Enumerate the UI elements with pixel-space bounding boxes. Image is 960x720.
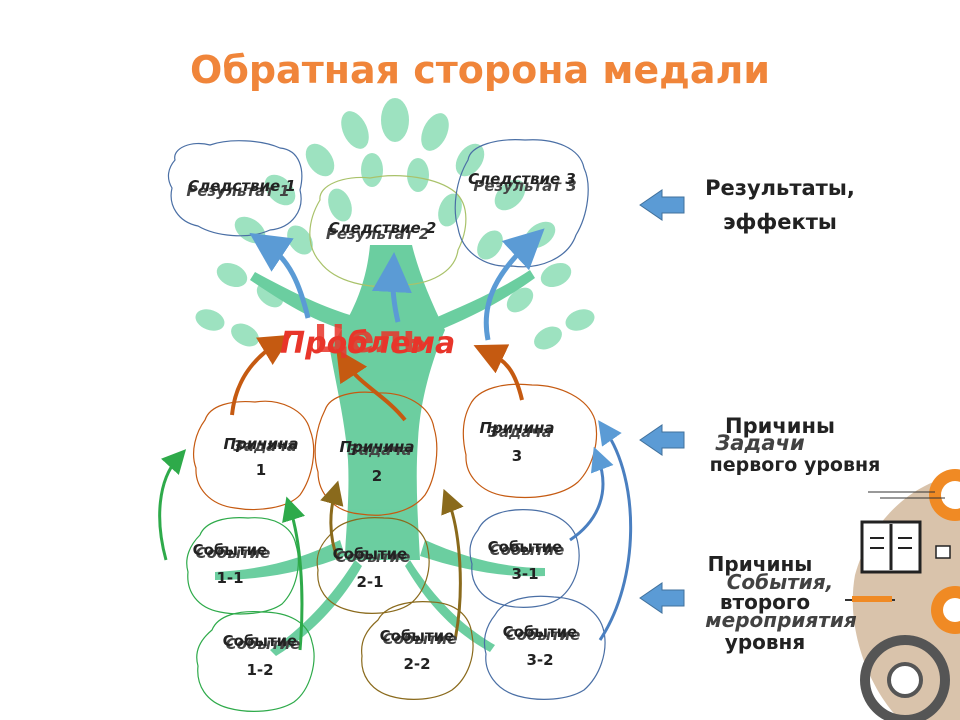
arrow-cause1-1 [230, 334, 292, 416]
cloud-cause2-2-2 [361, 601, 474, 700]
label-causes2-line2: второго [719, 590, 811, 614]
cloud-cause1-3 [462, 383, 598, 499]
arrow-cause2-3-1 [569, 446, 614, 542]
cause2-2-2-back: Событие [382, 630, 458, 648]
cause2-1-2-label: Событие [222, 632, 298, 650]
cause2-3-2-label: Событие [502, 623, 578, 641]
cloud-consequence-1 [167, 140, 303, 237]
cause2-1-2-back: Событие [225, 635, 301, 653]
arrow-cause2-1-1 [158, 449, 187, 561]
cause2-1-1-back: Событие [195, 544, 271, 562]
tree-branch-left [250, 272, 350, 330]
label-causes1-line1: Причины [725, 414, 835, 438]
right-arrow-causes2 [639, 582, 685, 614]
cause1-3-label: Причина [479, 419, 555, 437]
label-causes1-line2: первого уровня [709, 454, 881, 476]
cloud-consequence-3 [454, 139, 589, 268]
cause2-3-2-back: Событие [505, 626, 581, 644]
cause2-3-1-back: Событие [489, 541, 565, 559]
cloud-consequence-2 [309, 175, 467, 288]
cause1-3-back: Задача [488, 423, 552, 441]
cause2-1-2-num: 1-2 [246, 661, 274, 679]
goal-label: Цель [313, 317, 427, 361]
cause2-1-1-num: 1-1 [216, 569, 244, 587]
cloud-cause2-1-2 [196, 610, 315, 712]
decorative-education-icons [845, 469, 960, 720]
tree-crown [195, 98, 595, 350]
label-causes2-line3: уровня [724, 630, 806, 654]
cause2-1-1-label: Событие [192, 541, 268, 559]
cause1-2-label: Причина [339, 438, 415, 456]
arrow-cause1-3 [473, 344, 524, 401]
right-arrow-results [639, 189, 685, 221]
cause2-2-1-back: Событие [335, 548, 411, 566]
slide-title: Обратная сторона медали [190, 48, 770, 92]
cause2-3-1-label: Событие [487, 538, 563, 556]
label-causes2-overlay-1: События, [726, 570, 834, 594]
label-causes2-line1: Причины [707, 552, 813, 576]
cause1-2-num: 2 [371, 467, 383, 485]
cloud-cause2-3-2 [483, 595, 606, 700]
consequence-2-back: Результат 2 [325, 225, 430, 243]
consequence-2-label: Следствие 2 [328, 219, 437, 237]
arrow-to-consequence-2 [371, 252, 412, 323]
cause2-2-1-num: 2-1 [356, 573, 384, 591]
cause2-3-2-num: 3-2 [526, 651, 554, 669]
right-arrow-causes1 [639, 424, 685, 456]
arrow-to-consequence-1 [249, 232, 311, 319]
arrow-cause2-3-2 [598, 420, 633, 641]
cause1-1-num: 1 [255, 461, 267, 479]
cause1-2-back: Задача [348, 441, 412, 459]
arrow-cause2-1-2 [282, 496, 306, 651]
cause2-2-2-label: Событие [379, 627, 455, 645]
cause2-3-1-num: 3-1 [511, 565, 539, 583]
cause2-2-1-label: Событие [332, 545, 408, 563]
cause1-1-back: Задача [233, 437, 297, 455]
arrow-cause2-2-1 [320, 480, 344, 561]
arrow-to-consequence-3 [483, 228, 545, 341]
label-causes2-overlay-2: мероприятия [705, 608, 857, 632]
cause1-1-label: Причина [223, 435, 299, 453]
cause2-2-2-num: 2-2 [403, 655, 431, 673]
cloud-cause2-1-1 [186, 517, 299, 615]
arrow-cause1-2 [336, 348, 407, 422]
consequence-3-label: Следствие 3 [468, 170, 576, 188]
consequence-1-label: Следствие 1 [188, 177, 296, 195]
cloud-cause2-2-1 [316, 517, 430, 614]
tree-branch-right [430, 270, 535, 332]
cause1-3-num: 3 [511, 447, 523, 465]
label-results-effects: Результаты, эффекты [705, 176, 855, 234]
arrow-cause2-2-2 [441, 488, 464, 641]
label-causes1-overlay: Задачи [715, 431, 805, 455]
cloud-cause1-1 [193, 400, 315, 511]
consequence-3-back: Результат 3 [473, 177, 577, 195]
problem-label: Проблема [280, 326, 456, 361]
consequence-1-back: Результат 1 [186, 182, 290, 200]
